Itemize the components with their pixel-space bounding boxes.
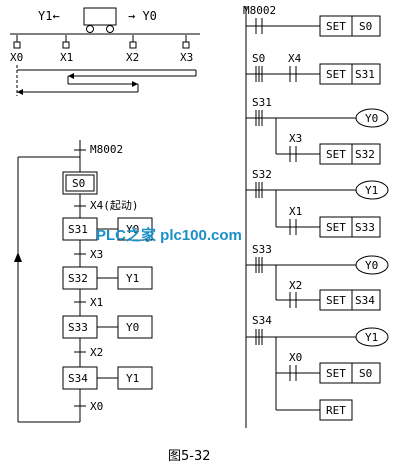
svg-text:X2: X2 (126, 51, 139, 64)
svg-text:Y0: Y0 (365, 112, 378, 125)
sfc-chart: M8002 S0 X4(起动) S31 Y0 X3 S32 Y1 X1 S33 (14, 140, 153, 423)
svg-text:S34: S34 (68, 372, 88, 385)
limit-switch-x1: X1 (60, 35, 73, 64)
sfc-transition-start: X4(起动) (90, 199, 139, 212)
svg-text:S34: S34 (252, 314, 272, 327)
ladder-diagram: M8002 SET S0 S0 X4 SET S31 S31 Y0 X3 (243, 4, 389, 428)
ret-instruction (319, 399, 353, 421)
svg-text:SET: SET (326, 367, 346, 380)
svg-text:S32: S32 (355, 148, 375, 161)
svg-text:X0: X0 (10, 51, 23, 64)
svg-text:S33: S33 (252, 243, 272, 256)
cart-left-label: Y1← (38, 9, 60, 23)
svg-text:X4: X4 (288, 52, 302, 65)
svg-text:SET: SET (326, 294, 346, 307)
ladder-init-contact-label: M8002 (243, 4, 276, 17)
svg-text:S32: S32 (68, 272, 88, 285)
cart-wheel-right (106, 25, 114, 33)
svg-text:SET: SET (326, 20, 346, 33)
watermark: PLC之家 plc100.com (96, 226, 242, 244)
svg-text:S33: S33 (355, 221, 375, 234)
limit-switch-x0: X0 (10, 35, 23, 64)
sfc-step-s0-inner (65, 174, 95, 192)
svg-text:X1: X1 (289, 205, 302, 218)
sfc-action-y1-1 (117, 266, 153, 290)
svg-text:S31: S31 (68, 223, 88, 236)
limit-switch-x2: X2 (126, 35, 139, 64)
cart-right-label: → Y0 (128, 9, 157, 23)
sfc-transition-x2: X2 (90, 346, 103, 359)
svg-text:S31: S31 (355, 68, 375, 81)
svg-text:Y0: Y0 (126, 223, 139, 236)
svg-text:Y0: Y0 (126, 321, 139, 334)
limit-switch-x3: X3 (180, 35, 193, 64)
svg-text:S32: S32 (252, 168, 272, 181)
svg-text:S31: S31 (252, 96, 272, 109)
svg-text:S0: S0 (359, 20, 372, 33)
svg-text:RET: RET (326, 404, 346, 417)
svg-text:X3: X3 (289, 132, 302, 145)
svg-text:Y1: Y1 (365, 331, 378, 344)
svg-text:X1: X1 (60, 51, 73, 64)
svg-text:X0: X0 (289, 351, 302, 364)
sfc-init-signal: M8002 (90, 143, 123, 156)
svg-text:SET: SET (326, 221, 346, 234)
cart-diagram: Y1← → Y0 X0 X1 X2 X3 (10, 7, 200, 96)
sfc-action-y1-2 (117, 366, 153, 390)
svg-text:S0: S0 (359, 367, 372, 380)
cart-body (83, 7, 117, 26)
svg-text:X3: X3 (180, 51, 193, 64)
sfc-step-s0-label: S0 (72, 177, 85, 190)
sfc-transition-x1: X1 (90, 296, 103, 309)
sfc-action-y0-2 (117, 315, 153, 339)
svg-text:S33: S33 (68, 321, 88, 334)
svg-text:Y1: Y1 (126, 372, 139, 385)
svg-text:Y1: Y1 (365, 184, 378, 197)
svg-text:S0: S0 (252, 52, 265, 65)
sfc-action-y0-1 (117, 217, 153, 241)
motion-path (16, 65, 197, 96)
svg-text:X2: X2 (289, 279, 302, 292)
sfc-transition-x0: X0 (90, 400, 103, 413)
svg-text:Y0: Y0 (365, 259, 378, 272)
cart-wheel-left (86, 25, 94, 33)
sfc-transition-x3: X3 (90, 248, 103, 261)
loop-arrow (14, 252, 22, 262)
figure-caption: 图5-32 (168, 449, 211, 464)
svg-text:S34: S34 (355, 294, 375, 307)
svg-text:Y1: Y1 (126, 272, 139, 285)
svg-text:SET: SET (326, 68, 346, 81)
svg-text:SET: SET (326, 148, 346, 161)
